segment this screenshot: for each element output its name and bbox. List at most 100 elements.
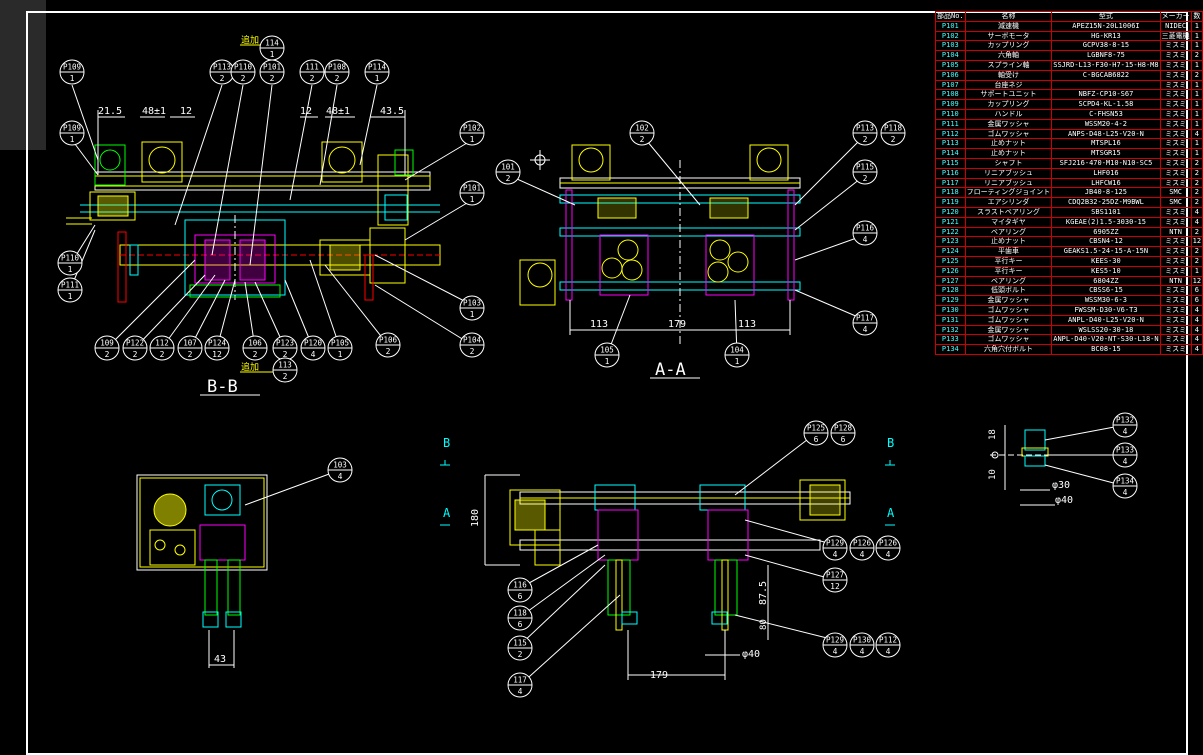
parts-list-cell: 2 <box>1190 255 1203 267</box>
parts-list-cell: ミスミ <box>1159 344 1192 355</box>
parts-list-cell: MTSPL16 <box>1051 138 1161 150</box>
balloon-qty: 1 <box>270 50 275 59</box>
parts-list-cell: 平歯車 <box>964 246 1053 257</box>
parts-list-cell: C-FHSN53 <box>1051 108 1161 120</box>
dim-label: φ30 <box>1052 480 1070 491</box>
parts-list-cell: 4 <box>1190 324 1203 336</box>
balloon-qty: 2 <box>518 650 523 659</box>
balloon-part-label: P116 <box>856 224 875 233</box>
dim-label: 10 <box>988 469 998 480</box>
view-title-aa: A-A <box>655 360 686 380</box>
parts-list-header-cell: 名称 <box>964 11 1053 22</box>
parts-list-cell: 2 <box>1190 246 1203 257</box>
parts-list-cell: KGEAE(2)1.5-3030-15 <box>1051 216 1161 228</box>
parts-list-cell: 4 <box>1190 314 1203 326</box>
parts-list-cell: P129 <box>935 295 966 306</box>
balloon-qty: 1 <box>68 292 73 301</box>
balloon-part-label: P120 <box>304 339 323 348</box>
parts-list-cell: ハンドル <box>964 108 1053 120</box>
parts-list-cell: フローティングジョイント <box>964 187 1053 199</box>
balloon-part-label: P108 <box>328 63 347 72</box>
balloon-qty: 1 <box>470 195 475 204</box>
parts-list-cell: ミスミ <box>1159 167 1192 179</box>
parts-list-cell: WSSM30-6-3 <box>1051 295 1161 306</box>
parts-list-cell: ミスミ <box>1159 216 1192 228</box>
balloon-part-label: 118 <box>513 609 527 618</box>
balloon-part-label: 115 <box>513 639 527 648</box>
balloon-qty: 4 <box>886 647 891 656</box>
balloon-qty: 1 <box>470 135 475 144</box>
parts-list-cell: P133 <box>935 334 966 346</box>
parts-list-cell: 金属ワッシャ <box>964 295 1053 306</box>
balloon-part-label: P129 <box>826 539 844 548</box>
parts-list-cell: SMC <box>1159 197 1192 208</box>
parts-list-cell: NTN <box>1159 275 1192 287</box>
parts-list-cell: ANPL-D40-V20-NT-S30-L18-N <box>1051 334 1161 346</box>
balloon-qty: 4 <box>338 472 343 481</box>
parts-list-cell: ミスミ <box>1159 89 1192 101</box>
balloon-qty: 6 <box>841 435 846 444</box>
parts-list-cell: P103 <box>935 40 966 52</box>
parts-list-cell: 低頭ボルト <box>964 285 1053 297</box>
parts-list-cell: 止めナット <box>964 138 1053 150</box>
parts-list-cell: NBFZ-CP10-S67 <box>1051 89 1161 101</box>
parts-list-cell: P104 <box>935 50 966 61</box>
balloon-qty: 4 <box>1123 488 1128 497</box>
balloon-part-label: 107 <box>183 339 197 348</box>
parts-list-cell: NIDEC <box>1159 20 1192 32</box>
parts-list-cell: 1 <box>1190 40 1203 52</box>
balloon-part-label: P127 <box>826 571 844 580</box>
parts-list-cell: ミスミ <box>1159 50 1192 61</box>
balloon-part-label: P133 <box>1116 446 1134 455</box>
parts-list-cell: APEZ15N-20L1006I <box>1051 20 1161 32</box>
parts-list-cell: 4 <box>1190 334 1203 346</box>
balloon-part-label: P114 <box>368 63 387 72</box>
balloon-qty: 2 <box>188 350 193 359</box>
parts-list-cell: 2 <box>1190 226 1203 238</box>
dim-label: 113 <box>738 319 756 330</box>
parts-list-cell: ミスミ <box>1159 314 1192 326</box>
dim-label: 12 <box>300 106 312 117</box>
parts-list-cell: 1 <box>1190 138 1203 150</box>
parts-list-cell: カップリング <box>964 40 1053 52</box>
parts-list-cell: ミスミ <box>1159 59 1192 71</box>
balloon-qty: 4 <box>311 350 316 359</box>
parts-list-cell: エアシリンダ <box>964 197 1053 208</box>
balloon-qty: 2 <box>506 174 511 183</box>
balloon-part-label: P104 <box>463 336 482 345</box>
balloon-qty: 2 <box>863 135 868 144</box>
parts-list-cell: LGBNF8-75 <box>1051 50 1161 61</box>
parts-list-cell: 減速機 <box>964 20 1053 32</box>
parts-list-cell: P110 <box>935 108 966 120</box>
parts-list-cell: 六角軸 <box>964 50 1053 61</box>
balloon-part-label: 102 <box>635 124 649 133</box>
parts-list-cell: マイタギヤ <box>964 216 1053 228</box>
parts-list-cell: P121 <box>935 216 966 228</box>
parts-list-cell: MTSGR15 <box>1051 148 1161 159</box>
parts-list-cell: 2 <box>1190 69 1203 81</box>
balloon-part-label: 101 <box>501 163 515 172</box>
parts-list-cell: 金属ワッシャ <box>964 324 1053 336</box>
parts-list-cell: ミスミ <box>1159 285 1192 297</box>
